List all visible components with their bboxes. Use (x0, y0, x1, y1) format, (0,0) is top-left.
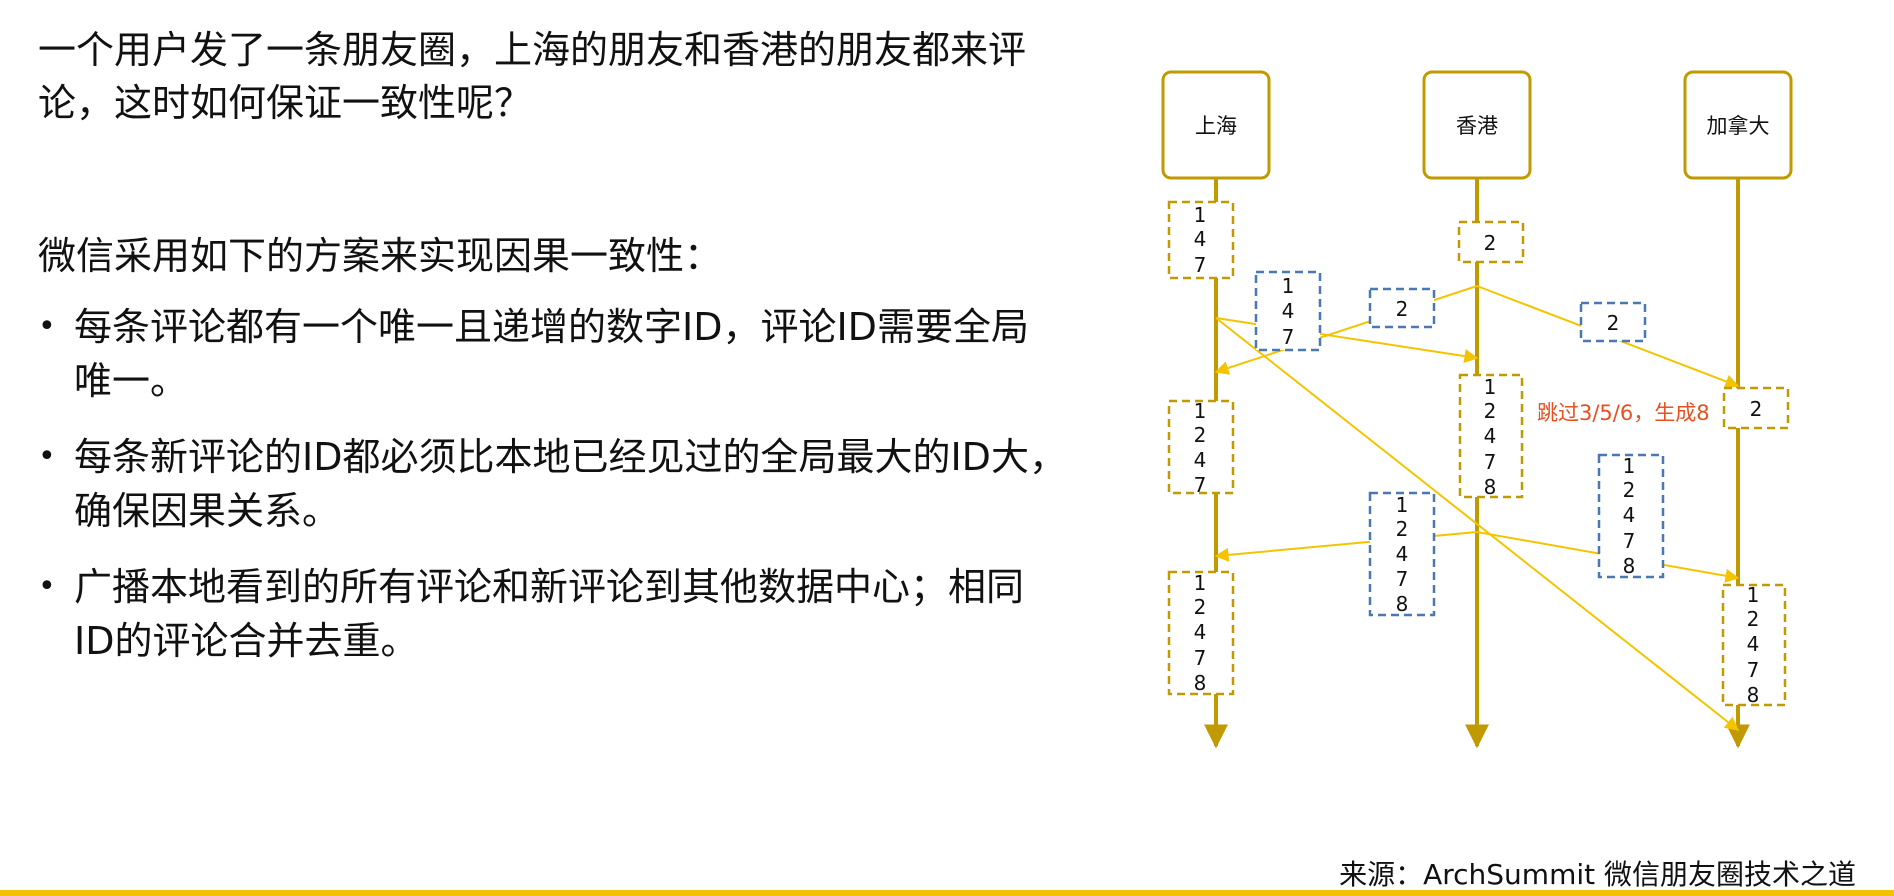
box-value: 8 (1396, 592, 1409, 616)
box-value: 2 (1623, 478, 1636, 502)
bullet-text-line-1: 每条评论都有一个唯一且递增的数字ID，评论ID需要全局 (74, 305, 1029, 349)
box-value: 7 (1484, 450, 1497, 474)
bullet-dot-icon: • (38, 569, 56, 604)
box-canada-state-2: 1 2 4 7 8 (1721, 583, 1787, 707)
box-value: 4 (1194, 620, 1207, 644)
bullet-item-larger-id: • 每条新评论的ID都必须比本地已经见过的全局最大的ID大， 确保因果关系。 (38, 430, 1078, 538)
box-shanghai-state-2: 1 2 4 7 (1167, 399, 1235, 497)
box-value: 7 (1623, 529, 1636, 553)
box-value: 7 (1282, 325, 1295, 349)
box-shanghai-state-3: 1 2 4 7 8 (1167, 570, 1235, 696)
intro-line-1: 一个用户发了一条朋友圈，上海的朋友和香港的朋友都来评 (38, 28, 1027, 72)
bullet-list: • 每条评论都有一个唯一且递增的数字ID，评论ID需要全局 唯一。 • 每条新评… (38, 300, 1078, 690)
box-value: 4 (1747, 632, 1760, 656)
box-value: 2 (1396, 517, 1409, 541)
box-value: 2 (1396, 297, 1409, 321)
arrow-hk-to-sh-2 (1214, 531, 1478, 562)
node-label-hongkong: 香港 (1456, 114, 1498, 138)
message-box-hk-to-shanghai: 2 (1368, 287, 1436, 329)
box-value: 2 (1750, 397, 1763, 421)
bullet-text-line-2: 确保因果关系。 (74, 489, 341, 533)
box-value: 4 (1484, 424, 1497, 448)
node-hongkong: 香港 (1422, 70, 1532, 180)
bullet-text-line-1: 每条新评论的ID都必须比本地已经见过的全局最大的ID大， (74, 435, 1067, 479)
box-value: 2 (1607, 311, 1620, 335)
bullet-dot-icon: • (38, 439, 56, 474)
message-box-hk-to-canada: 2 (1579, 301, 1647, 343)
box-value: 4 (1282, 299, 1295, 323)
arrow-sh-to-ca (1215, 317, 1740, 731)
box-value: 2 (1194, 423, 1207, 447)
box-value: 2 (1484, 399, 1497, 423)
box-value: 7 (1396, 567, 1409, 591)
node-label-canada: 加拿大 (1707, 114, 1770, 138)
bullet-text-line-2: 唯一。 (74, 359, 189, 403)
box-value: 1 (1194, 571, 1207, 595)
node-shanghai: 上海 (1161, 70, 1271, 180)
box-shanghai-state-1: 1 4 7 (1167, 200, 1235, 280)
box-hongkong-state-2: 1 2 4 7 8 (1458, 373, 1524, 499)
bullet-item-broadcast: • 广播本地看到的所有评论和新评论到其他数据中心；相同 ID的评论合并去重。 (38, 560, 1078, 668)
box-hongkong-state-1: 2 (1457, 220, 1525, 264)
box-value: 1 (1282, 274, 1295, 298)
box-value: 4 (1194, 227, 1207, 251)
scheme-title: 微信采用如下的方案来实现因果一致性： (38, 234, 723, 278)
box-value: 8 (1623, 554, 1636, 578)
box-value: 2 (1484, 231, 1497, 255)
box-value: 7 (1747, 658, 1760, 682)
bullet-text-line-2: ID的评论合并去重。 (74, 619, 419, 663)
box-value: 8 (1484, 475, 1497, 499)
box-canada-state-1: 2 (1722, 386, 1790, 430)
bottom-accent-bar (0, 890, 1894, 896)
message-box-hk-to-shanghai-2: 1 2 4 7 8 (1368, 491, 1436, 617)
box-value: 1 (1194, 399, 1207, 423)
bullet-item-unique-id: • 每条评论都有一个唯一且递增的数字ID，评论ID需要全局 唯一。 (38, 300, 1078, 408)
box-value: 8 (1747, 683, 1760, 707)
box-value: 1 (1623, 454, 1636, 478)
message-box-hk-to-canada-2: 1 2 4 7 8 (1597, 453, 1665, 579)
skip-ids-note: 跳过3/5/6，生成8 (1537, 401, 1710, 425)
box-value: 7 (1194, 253, 1207, 277)
intro-question: 一个用户发了一条朋友圈，上海的朋友和香港的朋友都来评 论，这时如何保证一致性呢？ (38, 24, 1038, 130)
arrow-sh-to-hk (1215, 317, 1479, 364)
box-value: 7 (1194, 473, 1207, 497)
box-value: 4 (1623, 503, 1636, 527)
message-box-from-shanghai: 1 4 7 (1254, 270, 1322, 352)
box-value: 2 (1194, 595, 1207, 619)
intro-line-2: 论，这时如何保证一致性呢？ (38, 81, 533, 125)
bullet-text-line-1: 广播本地看到的所有评论和新评论到其他数据中心；相同 (74, 565, 1025, 609)
box-value: 1 (1194, 203, 1207, 227)
box-value: 7 (1194, 646, 1207, 670)
box-value: 1 (1747, 583, 1760, 607)
box-value: 1 (1484, 375, 1497, 399)
bullet-dot-icon: • (38, 309, 56, 344)
box-value: 1 (1396, 493, 1409, 517)
node-canada: 加拿大 (1683, 70, 1793, 180)
box-value: 4 (1194, 448, 1207, 472)
box-value: 2 (1747, 607, 1760, 631)
box-value: 4 (1396, 542, 1409, 566)
source-citation: 来源：ArchSummit 微信朋友圈技术之道 (1339, 858, 1856, 891)
node-label-shanghai: 上海 (1195, 114, 1237, 138)
box-value: 8 (1194, 671, 1207, 695)
